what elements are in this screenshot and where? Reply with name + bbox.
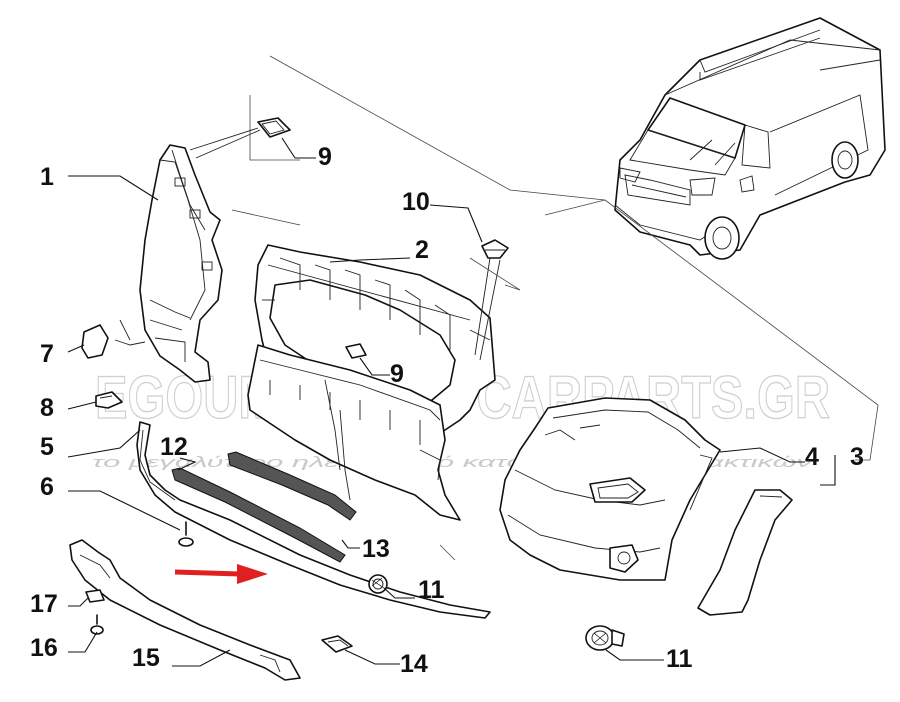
callout-12: 12 <box>160 433 188 461</box>
arrow-head <box>237 564 268 584</box>
callout-1: 1 <box>40 163 54 191</box>
callout-16: 16 <box>30 634 58 662</box>
callout-14: 14 <box>400 650 428 678</box>
van-body <box>614 17 886 256</box>
part-10-clip <box>469 239 521 361</box>
frame-lines <box>231 55 879 561</box>
callout-labels: 1 2 3 4 5 6 7 8 9 9 10 11 11 12 13 14 15… <box>30 143 864 678</box>
callout-6: 6 <box>40 473 54 501</box>
leader-lines <box>67 137 836 667</box>
callout-17: 17 <box>30 590 58 618</box>
arrow-shaft <box>174 569 241 577</box>
part-7-cover <box>81 319 146 359</box>
callout-8: 8 <box>40 394 54 422</box>
part-3-front-bumper <box>499 397 721 581</box>
van-front-wheel <box>704 216 740 260</box>
callout-15: 15 <box>132 644 160 672</box>
part-11-fog-lamp-right <box>585 625 625 651</box>
van-rear-wheel <box>831 141 859 179</box>
part-17-bracket <box>85 589 105 603</box>
part-11-fog-lamp-small <box>368 574 388 594</box>
part-1-left-headlight <box>139 144 223 383</box>
part-6-bolt <box>178 521 194 547</box>
part-9-clip-upper <box>189 95 300 161</box>
part-12-mesh <box>171 467 346 563</box>
callout-4: 4 <box>805 443 819 471</box>
part-14-clip <box>321 635 353 653</box>
direction-arrow <box>174 564 268 584</box>
callout-9-lower: 9 <box>390 360 404 388</box>
part-15-lower-bar <box>69 539 301 681</box>
callout-10: 10 <box>402 188 430 216</box>
callout-3: 3 <box>850 443 864 471</box>
callout-11-right: 11 <box>666 645 693 673</box>
lower-grille-panel <box>247 344 461 521</box>
callout-5: 5 <box>40 433 54 461</box>
callout-7: 7 <box>40 340 54 368</box>
van-illustration <box>614 17 886 260</box>
part-16-screw <box>90 614 104 635</box>
callout-11-centre: 11 <box>418 576 445 604</box>
callout-9-upper: 9 <box>318 143 332 171</box>
part-2-grille-frame <box>254 244 496 441</box>
part-13-mesh <box>227 451 357 521</box>
callout-13: 13 <box>362 535 390 563</box>
part-5-trim-strip <box>136 421 491 619</box>
part-8-bracket <box>95 391 123 409</box>
part-4-corner-trim <box>697 489 793 616</box>
callout-2: 2 <box>415 236 429 264</box>
